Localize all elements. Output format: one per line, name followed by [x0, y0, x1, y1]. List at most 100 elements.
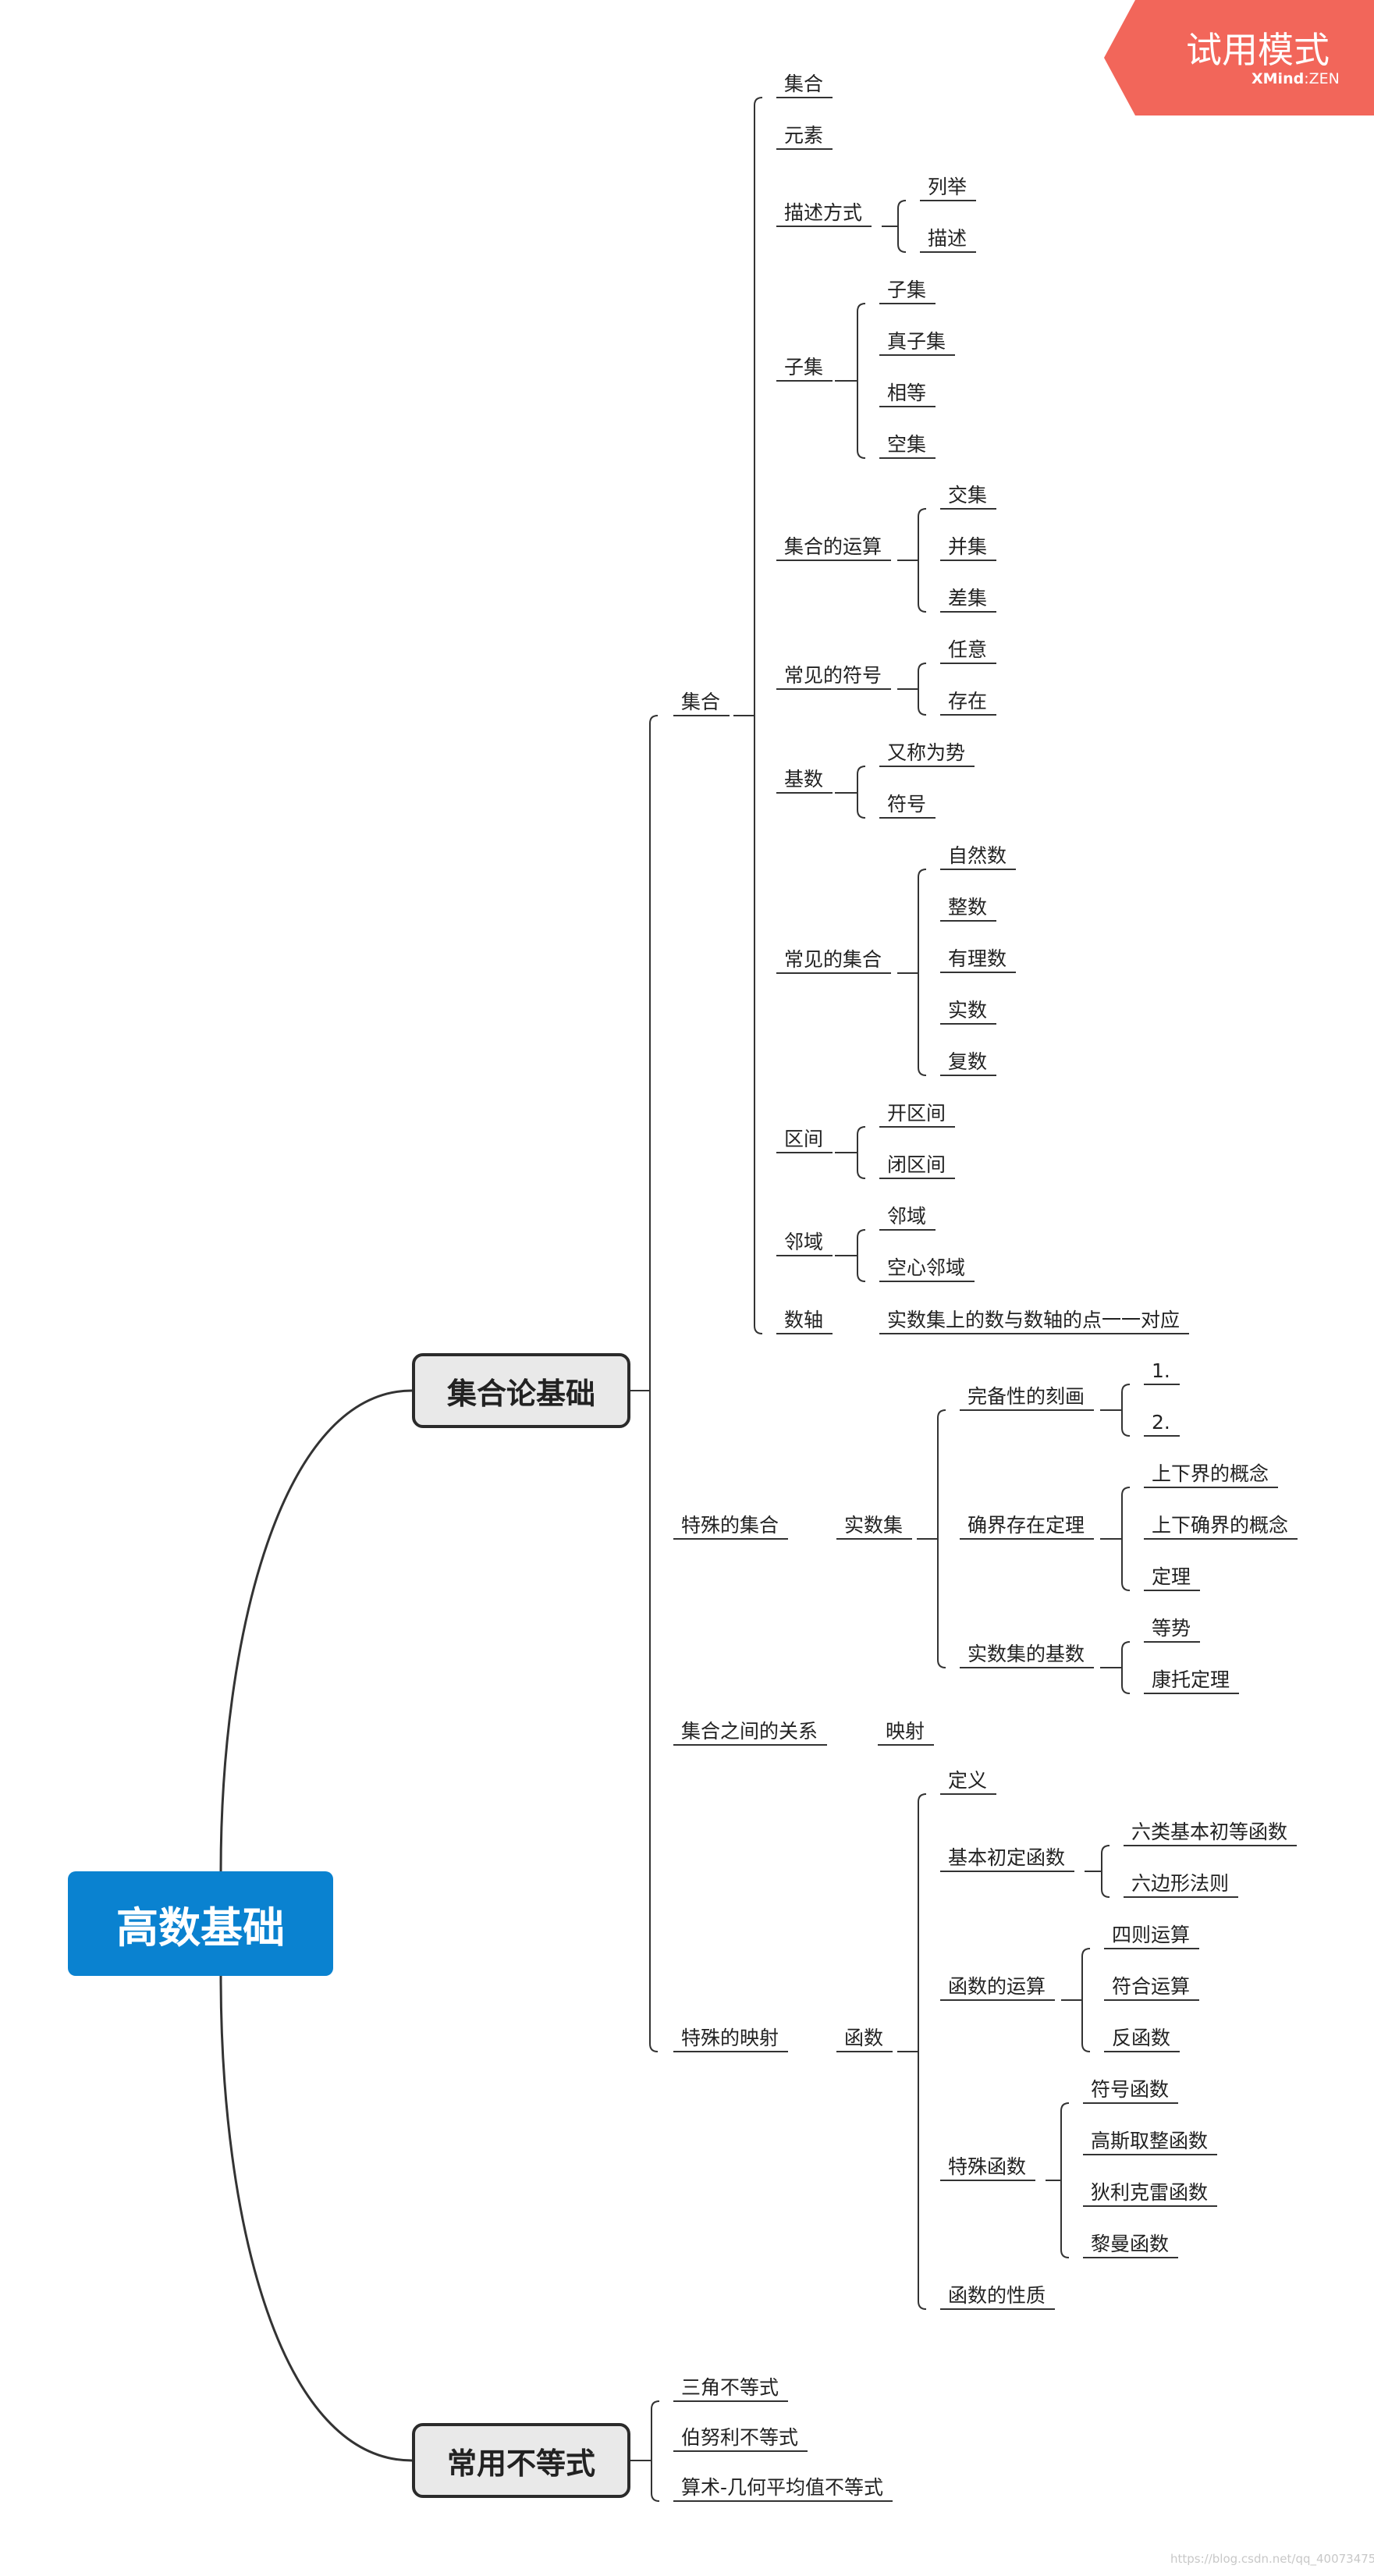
leaf-closed-interval[interactable]: 闭区间	[887, 1153, 946, 1176]
leaf-equipotent[interactable]: 等势	[1152, 1617, 1191, 1640]
topic-real-cardinality[interactable]: 实数集的基数	[967, 1643, 1085, 1665]
leaf-hexagon-rule[interactable]: 六边形法则	[1131, 1872, 1230, 1895]
topic-special-maps[interactable]: 特殊的映射	[681, 2027, 779, 2049]
leaf-riemann-function[interactable]: 黎曼函数	[1091, 2233, 1170, 2255]
leaf-rationals[interactable]: 有理数	[948, 947, 1007, 970]
topic-real-set[interactable]: 实数集	[844, 1514, 904, 1537]
main-topic-inequalities[interactable]: 常用不等式	[412, 2423, 630, 2498]
topic-definition[interactable]: 定义	[948, 1769, 988, 1792]
leaf-empty-set[interactable]: 空集	[887, 433, 927, 456]
topic-cardinality[interactable]: 基数	[784, 768, 824, 791]
connector-line	[1121, 1487, 1131, 1496]
connector-line	[1101, 1888, 1110, 1898]
connector-line	[649, 715, 659, 724]
main-topic-set-theory[interactable]: 集合论基础	[412, 1353, 630, 1428]
leaf-supremum-concept[interactable]: 上下确界的概念	[1152, 1514, 1289, 1537]
leaf-natural-numbers[interactable]: 自然数	[948, 844, 1007, 867]
connector-line	[1060, 2249, 1070, 2258]
topic-function[interactable]: 函数	[844, 2027, 884, 2049]
connector-line	[857, 1229, 866, 1238]
leaf-number-line-correspondence[interactable]: 实数集上的数与数轴的点一一对应	[887, 1309, 1181, 1331]
connector-line	[1060, 2102, 1070, 2112]
connector-line	[649, 2043, 659, 2052]
leaf-exists[interactable]: 存在	[948, 690, 988, 712]
connector-line	[937, 1659, 946, 1668]
leaf-sign-function[interactable]: 符号函数	[1091, 2078, 1170, 2101]
leaf-subset[interactable]: 子集	[887, 279, 927, 301]
connector-line	[1081, 1948, 1091, 1957]
leaf-arithmetic-ops[interactable]: 四则运算	[1112, 1924, 1191, 1946]
leaf-bernoulli-inequality[interactable]: 伯努利不等式	[681, 2426, 799, 2449]
topic-neighborhood[interactable]: 邻域	[784, 1231, 824, 1253]
leaf-for-all[interactable]: 任意	[948, 638, 988, 661]
leaf-enumeration[interactable]: 列举	[928, 176, 967, 198]
brand-name: XMind	[1252, 70, 1305, 87]
trial-badge-title: 试用模式	[1186, 29, 1330, 71]
topic-function-operations[interactable]: 函数的运算	[948, 1975, 1046, 1998]
connector-line	[918, 1067, 927, 1076]
leaf-bound-concept[interactable]: 上下界的概念	[1152, 1462, 1269, 1485]
leaf-neighborhood[interactable]: 邻域	[887, 1205, 927, 1228]
topic-special-sets[interactable]: 特殊的集合	[681, 1514, 779, 1537]
topic-set-operations[interactable]: 集合的运算	[784, 535, 882, 558]
topic-number-line[interactable]: 数轴	[784, 1309, 824, 1331]
leaf-also-called-power[interactable]: 又称为势	[887, 741, 966, 764]
topic-common-symbols[interactable]: 常见的符号	[784, 664, 882, 687]
leaf-equal[interactable]: 相等	[887, 382, 927, 404]
topic-common-sets[interactable]: 常见的集合	[784, 948, 882, 971]
trial-badge	[1104, 0, 1374, 115]
leaf-mapping[interactable]: 映射	[886, 1720, 925, 1743]
leaf-difference[interactable]: 差集	[948, 587, 988, 609]
connector-line	[1121, 1582, 1131, 1591]
connector-line	[651, 2493, 660, 2502]
topic-supremum-theorem[interactable]: 确界存在定理	[967, 1514, 1085, 1537]
leaf-completeness-1[interactable]: 1.	[1152, 1359, 1170, 1382]
leaf-cantor-theorem[interactable]: 康托定理	[1152, 1668, 1230, 1691]
leaf-inverse-function[interactable]: 反函数	[1112, 2027, 1171, 2049]
topic-basic-functions[interactable]: 基本初定函数	[948, 1846, 1066, 1869]
connector-line	[897, 200, 907, 209]
leaf-integers[interactable]: 整数	[948, 896, 988, 918]
connector-line	[754, 97, 763, 106]
topic-function-properties[interactable]: 函数的性质	[948, 2284, 1046, 2307]
topic-completeness[interactable]: 完备性的刻画	[967, 1385, 1085, 1408]
leaf-punctured-neighborhood[interactable]: 空心邻域	[887, 1256, 966, 1279]
leaf-union[interactable]: 并集	[948, 535, 988, 558]
connector-line	[897, 243, 907, 253]
leaf-open-interval[interactable]: 开区间	[887, 1102, 946, 1125]
connector-line	[918, 1793, 927, 1803]
connector-line	[918, 869, 927, 878]
root-topic[interactable]: 高数基础	[68, 1871, 333, 1976]
leaf-theorem[interactable]: 定理	[1152, 1565, 1191, 1588]
topic-special-functions[interactable]: 特殊函数	[948, 2155, 1027, 2178]
leaf-triangle-inequality[interactable]: 三角不等式	[681, 2376, 779, 2399]
leaf-floor-function[interactable]: 高斯取整函数	[1091, 2130, 1209, 2152]
topic-set-relation[interactable]: 集合之间的关系	[681, 1720, 818, 1743]
connector-line	[857, 303, 866, 312]
connector-line	[1121, 1685, 1131, 1694]
topic-subset[interactable]: 子集	[784, 356, 824, 378]
topic-description[interactable]: 描述方式	[784, 201, 863, 224]
leaf-six-basic-functions[interactable]: 六类基本初等函数	[1131, 1821, 1288, 1843]
leaf-am-gm-inequality[interactable]: 算术-几何平均值不等式	[681, 2476, 884, 2499]
leaf-dirichlet-function[interactable]: 狄利克雷函数	[1091, 2181, 1209, 2204]
connector-line	[918, 706, 927, 716]
leaf-description[interactable]: 描述	[928, 227, 967, 250]
leaf-intersection[interactable]: 交集	[948, 484, 988, 506]
leaf-symbol[interactable]: 符号	[887, 793, 927, 815]
topic-interval[interactable]: 区间	[784, 1128, 824, 1150]
connector-line	[219, 1975, 413, 2462]
watermark: https://blog.csdn.net/qq_40073475	[1170, 2552, 1374, 2566]
leaf-completeness-2[interactable]: 2.	[1152, 1411, 1170, 1434]
leaf-proper-subset[interactable]: 真子集	[887, 330, 946, 353]
leaf-complex[interactable]: 复数	[948, 1050, 988, 1073]
topic-set[interactable]: 集合	[681, 691, 721, 713]
topic-jihe[interactable]: 集合	[784, 73, 824, 95]
leaf-reals[interactable]: 实数	[948, 999, 988, 1022]
brand-separator: :	[1304, 70, 1309, 87]
topic-yuansu[interactable]: 元素	[784, 124, 824, 147]
leaf-composition[interactable]: 符合运算	[1112, 1975, 1191, 1998]
connector-line	[918, 663, 927, 672]
connector-line	[1121, 1641, 1131, 1650]
